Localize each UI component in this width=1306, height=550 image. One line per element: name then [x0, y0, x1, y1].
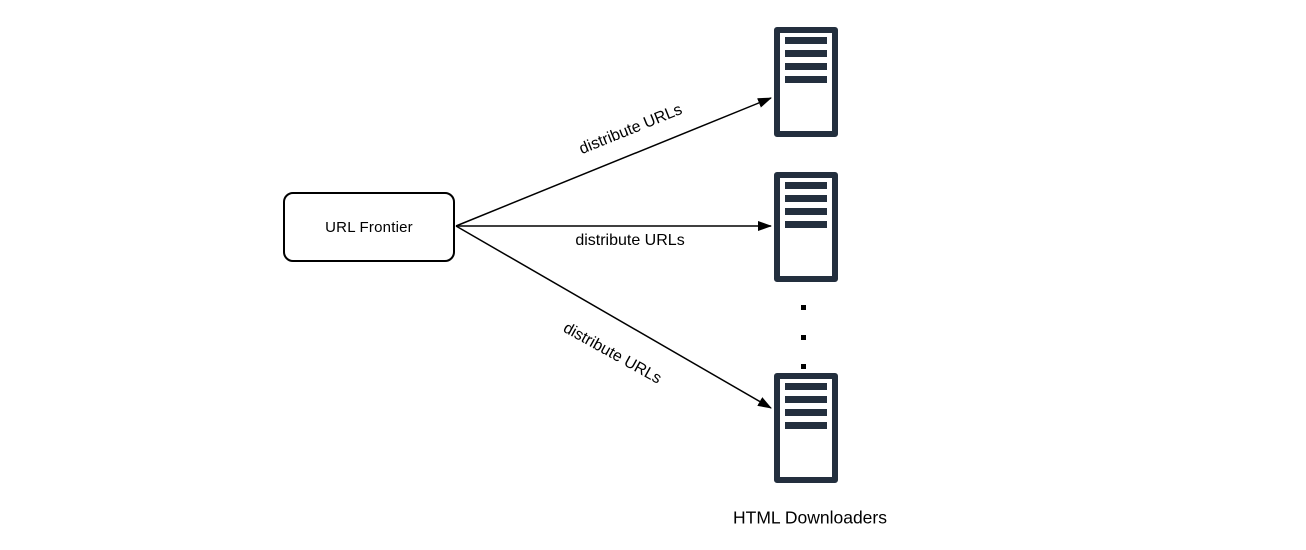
server-slot-bar	[785, 409, 827, 416]
server-slot-bar	[785, 383, 827, 390]
url-frontier-node: URL Frontier	[283, 192, 455, 262]
server-slot-bar	[785, 50, 827, 57]
html-downloaders-caption: HTML Downloaders	[733, 507, 887, 528]
server-slot-bar	[785, 396, 827, 403]
server-slot-bar	[785, 63, 827, 70]
edge-arrow-1	[455, 97, 772, 227]
server-icon-2	[774, 172, 838, 282]
server-icon-1	[774, 27, 838, 137]
edge-label-2: distribute URLs	[575, 232, 685, 249]
url-frontier-label: URL Frontier	[325, 218, 413, 236]
server-slot-bar	[785, 221, 827, 228]
server-slot-bar	[785, 422, 827, 429]
server-slot-bar	[785, 76, 827, 83]
edge-arrow-3	[455, 225, 772, 409]
server-slot-bar	[785, 182, 827, 189]
server-slot-bar	[785, 208, 827, 215]
server-slot-bar	[785, 195, 827, 202]
server-slot-bar	[785, 37, 827, 44]
server-icon-3	[774, 373, 838, 483]
vertical-ellipsis-icon	[801, 305, 806, 369]
